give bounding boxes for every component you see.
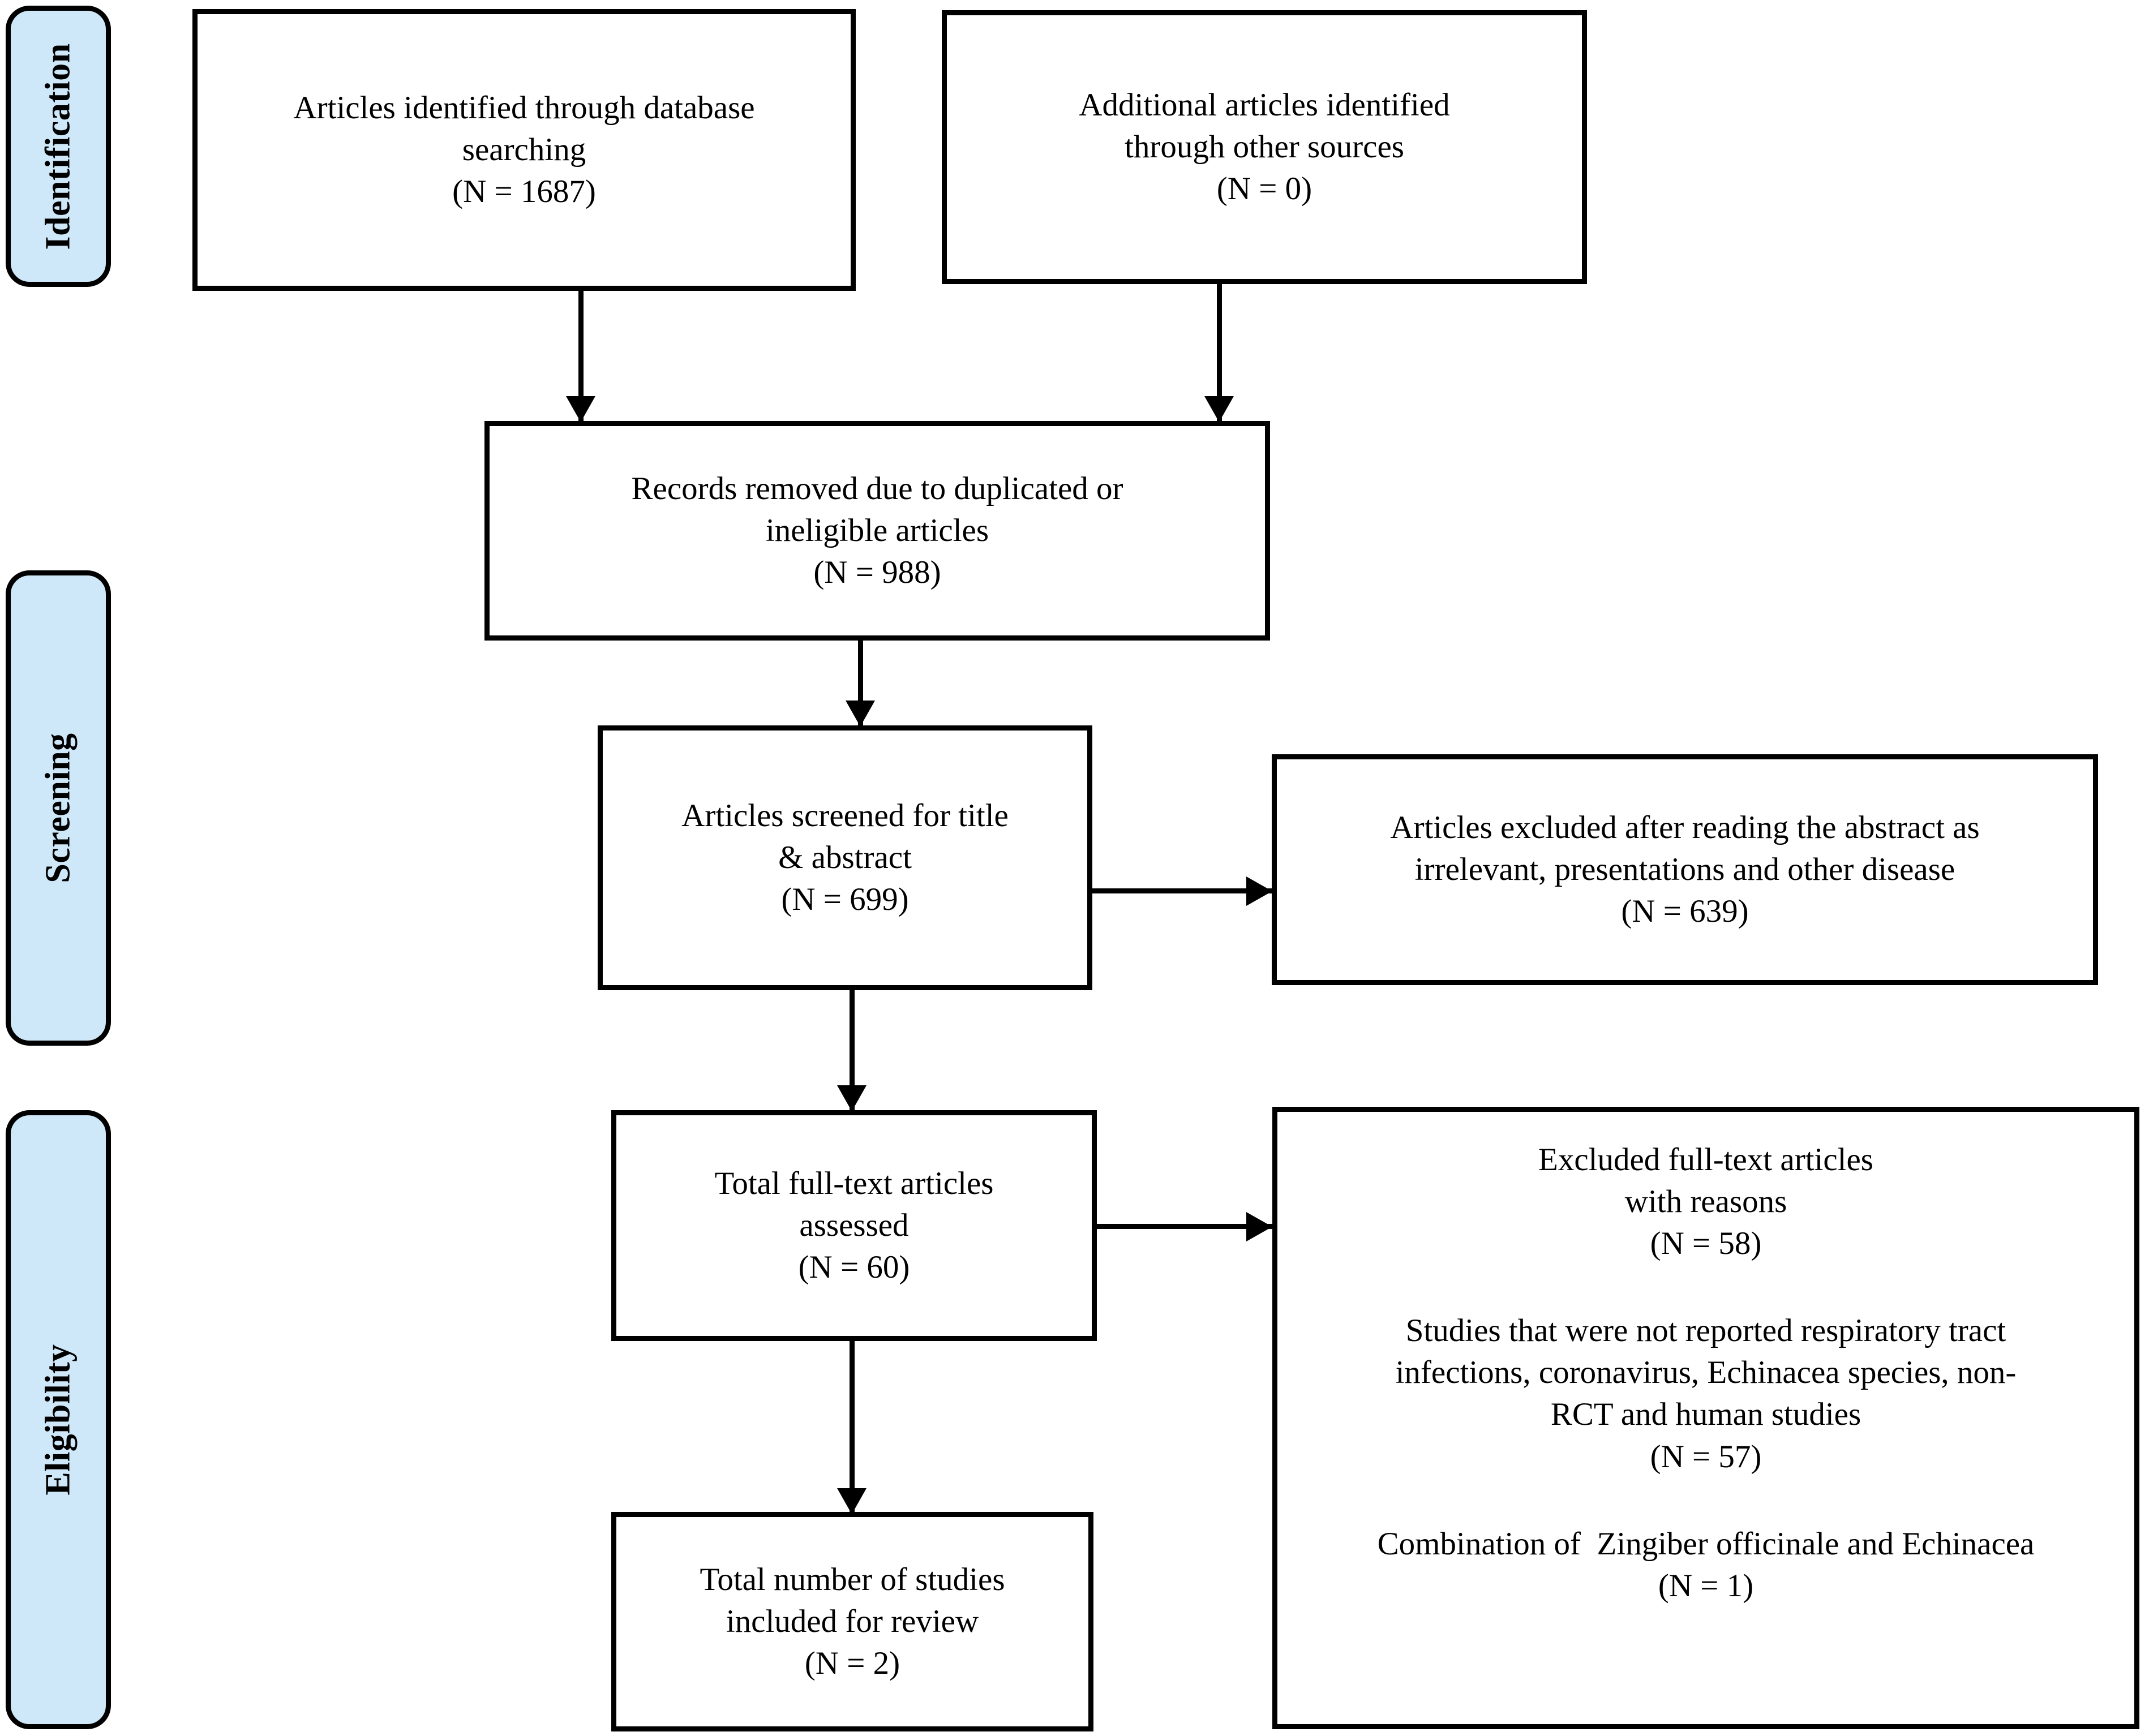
box-included-line1: Total number of studies — [700, 1561, 1005, 1597]
box-total-fulltext-assessed: Total full-text articles assessed (N = 6… — [611, 1110, 1097, 1341]
box-fulltext-count: (N = 60) — [798, 1249, 910, 1286]
excluded-fulltext-reason1-line1: Studies that were not reported respirato… — [1405, 1313, 2006, 1349]
excluded-fulltext-reason1-count: (N = 57) — [1650, 1438, 1762, 1475]
excluded-fulltext-reason-1: Studies that were not reported respirato… — [1396, 1310, 2017, 1477]
stage-pill-screening: Screening — [6, 570, 111, 1046]
connector-line-other-to-duplicates — [1217, 283, 1222, 422]
arrow-screened-to-fulltext — [837, 1085, 867, 1111]
arrow-fulltext-to-excluded-fulltext — [1246, 1212, 1272, 1241]
excluded-fulltext-reason2-count: (N = 1) — [1658, 1567, 1754, 1604]
box-articles-excluded-after-abstract: Articles excluded after reading the abst… — [1272, 754, 2098, 985]
box-articles-identified-database: Articles identified through database sea… — [192, 9, 856, 291]
arrow-other-to-duplicates — [1204, 396, 1234, 422]
arrow-fulltext-to-included — [837, 1488, 867, 1514]
connector-line-screened-to-excluded-abstract — [1089, 888, 1276, 893]
stage-label-eligibility: Eligibility — [38, 1344, 78, 1496]
connector-line-fulltext-to-included — [850, 1340, 855, 1516]
connector-line-duplicates-to-screened — [858, 638, 863, 726]
arrow-duplicates-to-screened — [846, 701, 875, 727]
box-screened-line2: & abstract — [778, 839, 912, 875]
box-screened-count: (N = 699) — [781, 882, 909, 918]
stage-pill-identification: Identification — [6, 6, 111, 287]
box-total-studies-included: Total number of studies included for rev… — [611, 1512, 1093, 1731]
excluded-fulltext-header-line2: with reasons — [1624, 1184, 1787, 1220]
box-duplicates-line1: Records removed due to duplicated or — [631, 470, 1123, 506]
box-excluded-abstract-count: (N = 639) — [1621, 893, 1749, 930]
stage-pill-eligibility: Eligibility — [6, 1110, 111, 1729]
stage-label-screening: Screening — [38, 733, 78, 883]
box-additional-articles-other-sources: Additional articles identified through o… — [942, 10, 1587, 284]
box-excluded-fulltext-with-reasons: Excluded full-text articles with reasons… — [1272, 1107, 2139, 1729]
box-excluded-abstract-line1: Articles excluded after reading the abst… — [1390, 809, 1980, 845]
arrow-db-to-duplicates — [566, 396, 595, 422]
excluded-fulltext-header: Excluded full-text articles with reasons… — [1538, 1139, 1873, 1265]
box-articles-screened: Articles screened for title & abstract (… — [598, 725, 1092, 990]
box-db-line1: Articles identified through database — [293, 89, 755, 126]
box-included-line2: included for review — [726, 1603, 979, 1639]
box-fulltext-line1: Total full-text articles — [714, 1165, 994, 1201]
excluded-fulltext-header-count: (N = 58) — [1650, 1226, 1762, 1262]
stage-label-identification: Identification — [38, 42, 78, 250]
box-other-line1: Additional articles identified — [1079, 87, 1450, 123]
connector-line-screened-to-fulltext — [850, 989, 855, 1112]
connector-line-db-to-duplicates — [578, 289, 584, 422]
box-included-count: (N = 2) — [804, 1645, 900, 1682]
box-fulltext-line2: assessed — [799, 1207, 909, 1243]
excluded-fulltext-reason-2: Combination of Zingiber officinale and E… — [1378, 1523, 2035, 1607]
box-other-count: (N = 0) — [1216, 171, 1312, 207]
excluded-fulltext-reason2-line1: Combination of Zingiber officinale and E… — [1377, 1526, 2035, 1562]
excluded-fulltext-reason1-line3: RCT and human studies — [1550, 1396, 1861, 1433]
box-excluded-abstract-line2: irrelevant, presentations and other dise… — [1414, 851, 1955, 887]
excluded-fulltext-reason1-line2: infections, coronavirus, Echinacea speci… — [1395, 1355, 2017, 1391]
arrow-screened-to-excluded-abstract — [1246, 876, 1272, 906]
box-duplicates-count: (N = 988) — [813, 555, 941, 591]
box-db-count: (N = 1687) — [452, 174, 596, 210]
box-screened-line1: Articles screened for title — [681, 797, 1009, 833]
excluded-fulltext-header-line1: Excluded full-text articles — [1538, 1142, 1873, 1178]
box-duplicates-line2: ineligible articles — [765, 512, 989, 548]
box-db-line2: searching — [462, 131, 586, 167]
box-records-removed-duplicates: Records removed due to duplicated or ine… — [484, 421, 1270, 641]
connector-line-fulltext-to-excluded-fulltext — [1092, 1224, 1276, 1229]
box-other-line2: through other sources — [1125, 128, 1404, 165]
